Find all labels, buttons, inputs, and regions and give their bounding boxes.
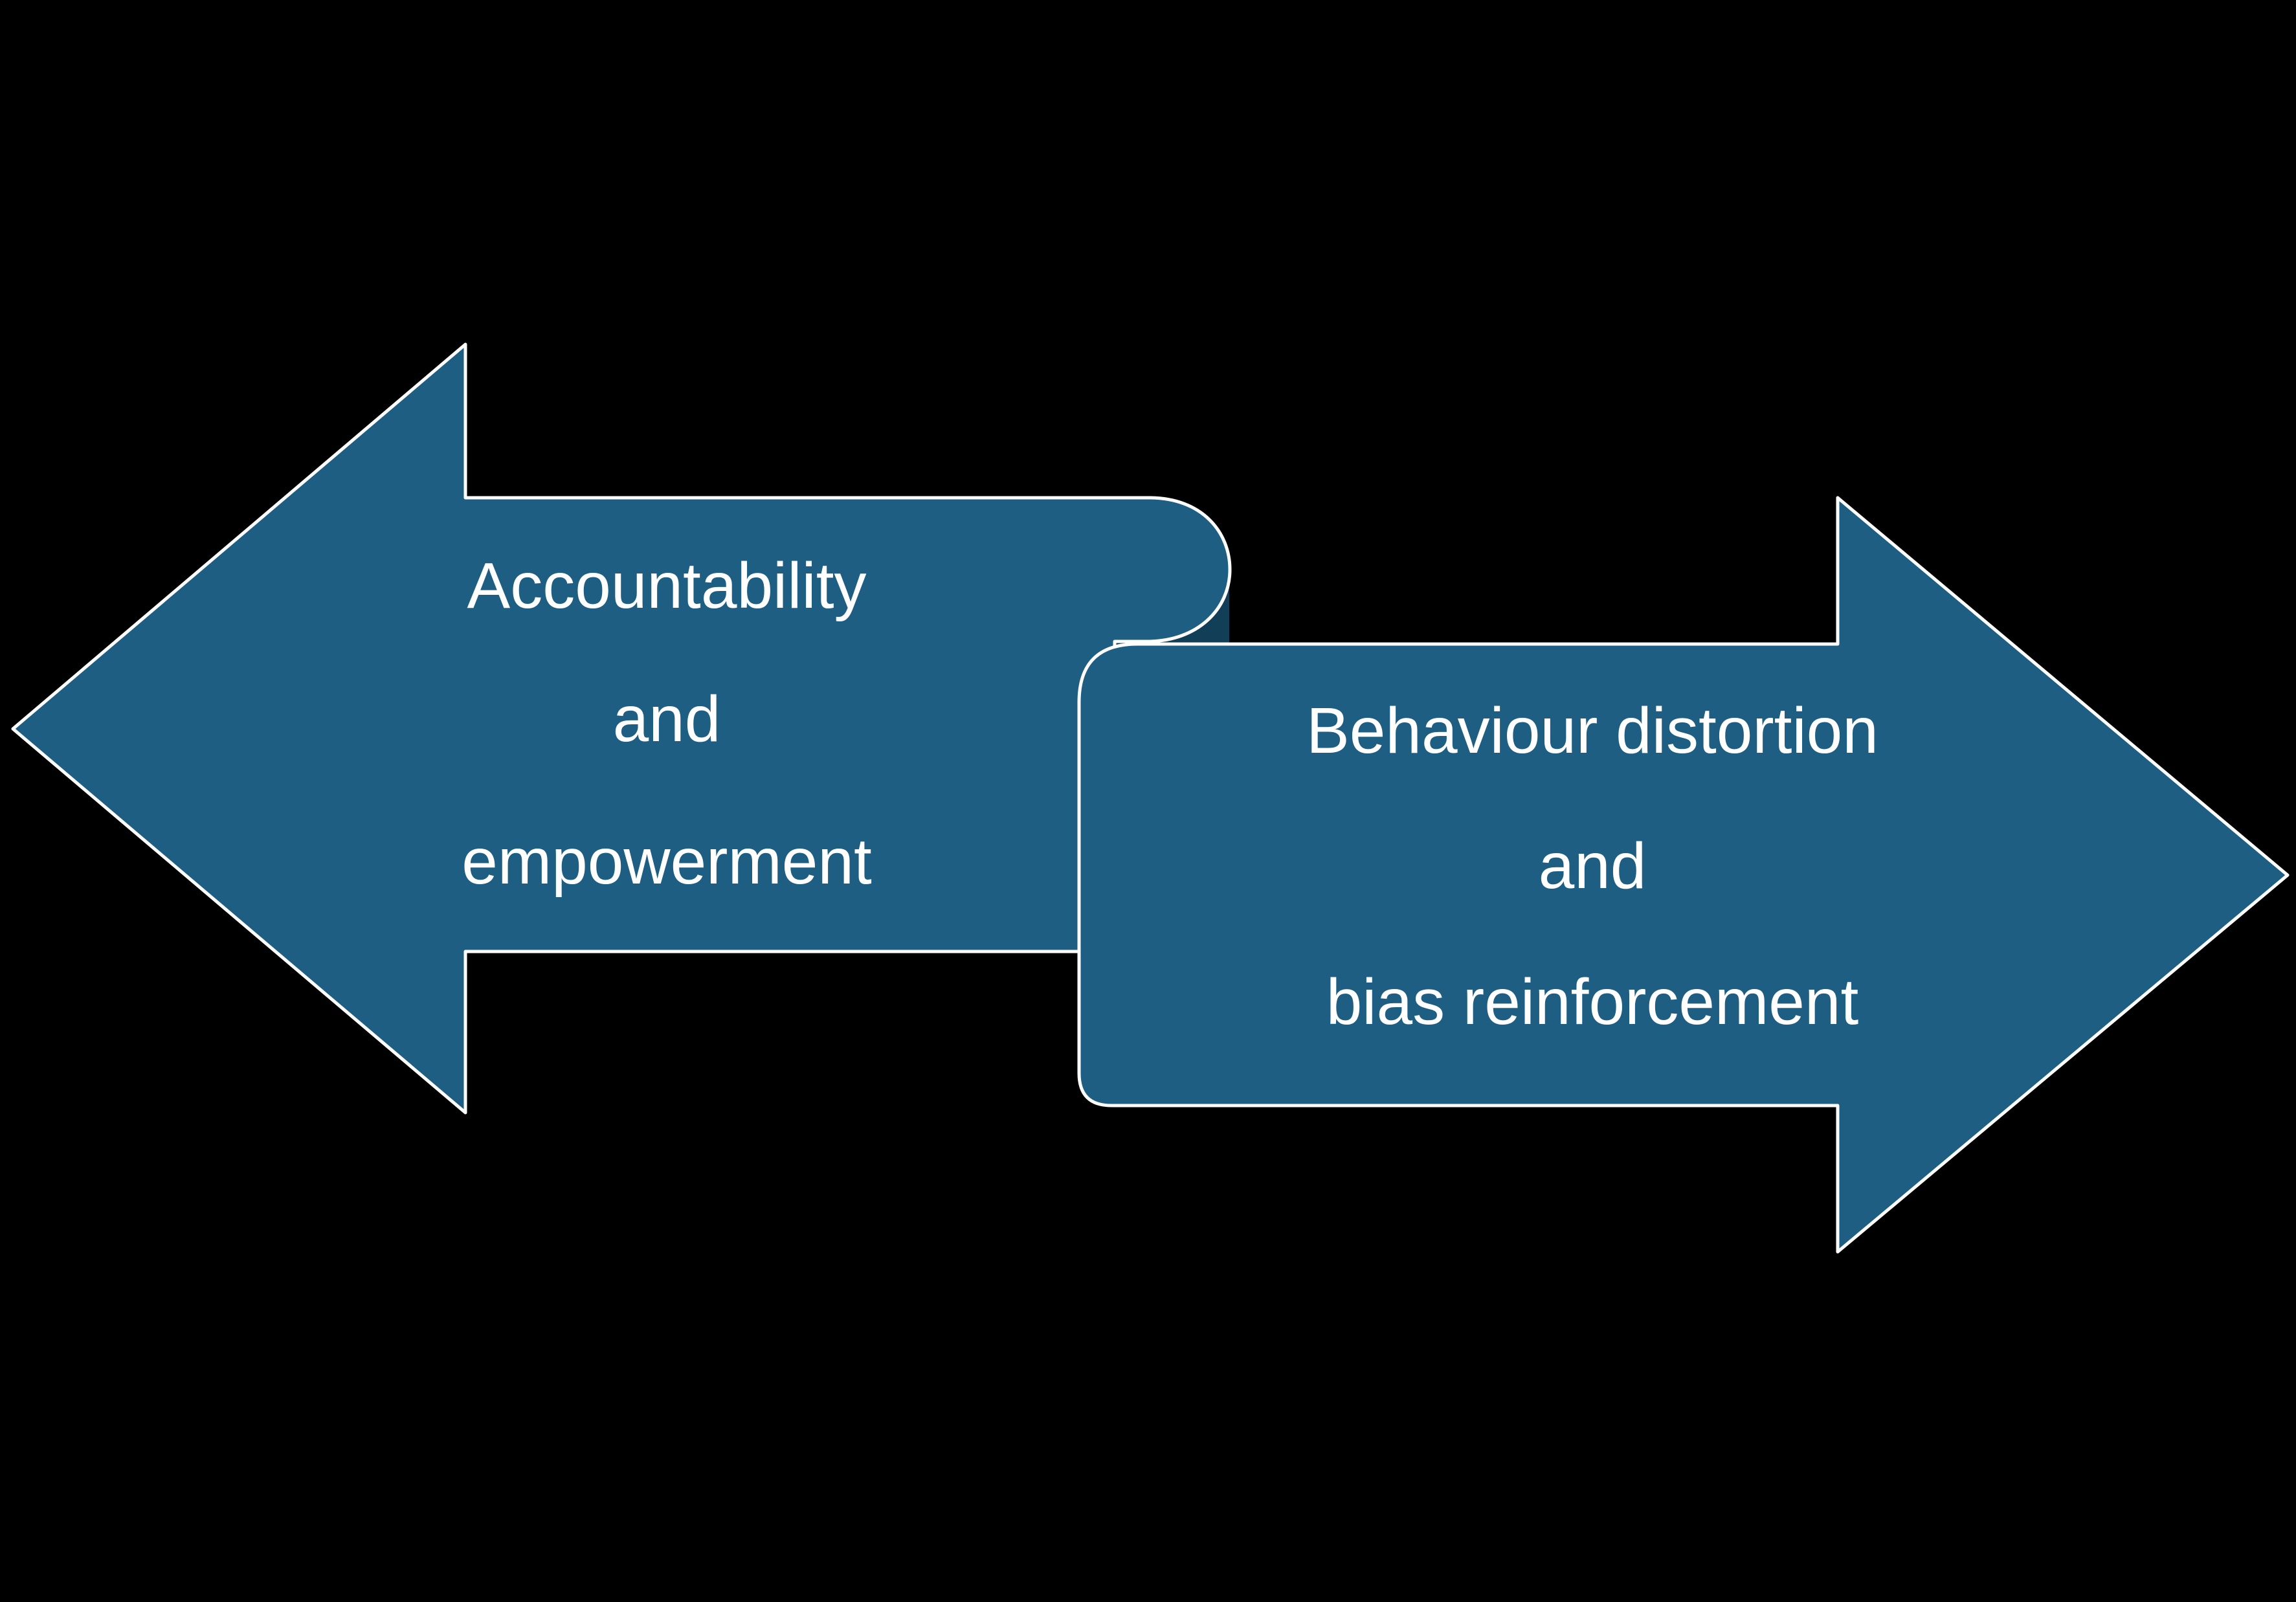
right-arrow-label-line-3: bias reinforcement: [1326, 966, 1859, 1038]
right-arrow-label-line-2: and: [1539, 830, 1647, 902]
left-arrow-label-line-3: empowerment: [462, 825, 872, 898]
right-arrow-label-line-1: Behaviour distortion: [1306, 695, 1878, 767]
right-arrow-shape: [1077, 496, 2290, 1254]
left-arrow-label: Accountability and empowerment: [462, 550, 872, 898]
left-arrow-label-line-1: Accountability: [467, 550, 867, 622]
right-arrow-label: Behaviour distortion and bias reinforcem…: [1306, 695, 1878, 1038]
left-arrow-label-line-2: and: [613, 683, 721, 755]
left-arrow-shape: [11, 342, 1232, 1115]
